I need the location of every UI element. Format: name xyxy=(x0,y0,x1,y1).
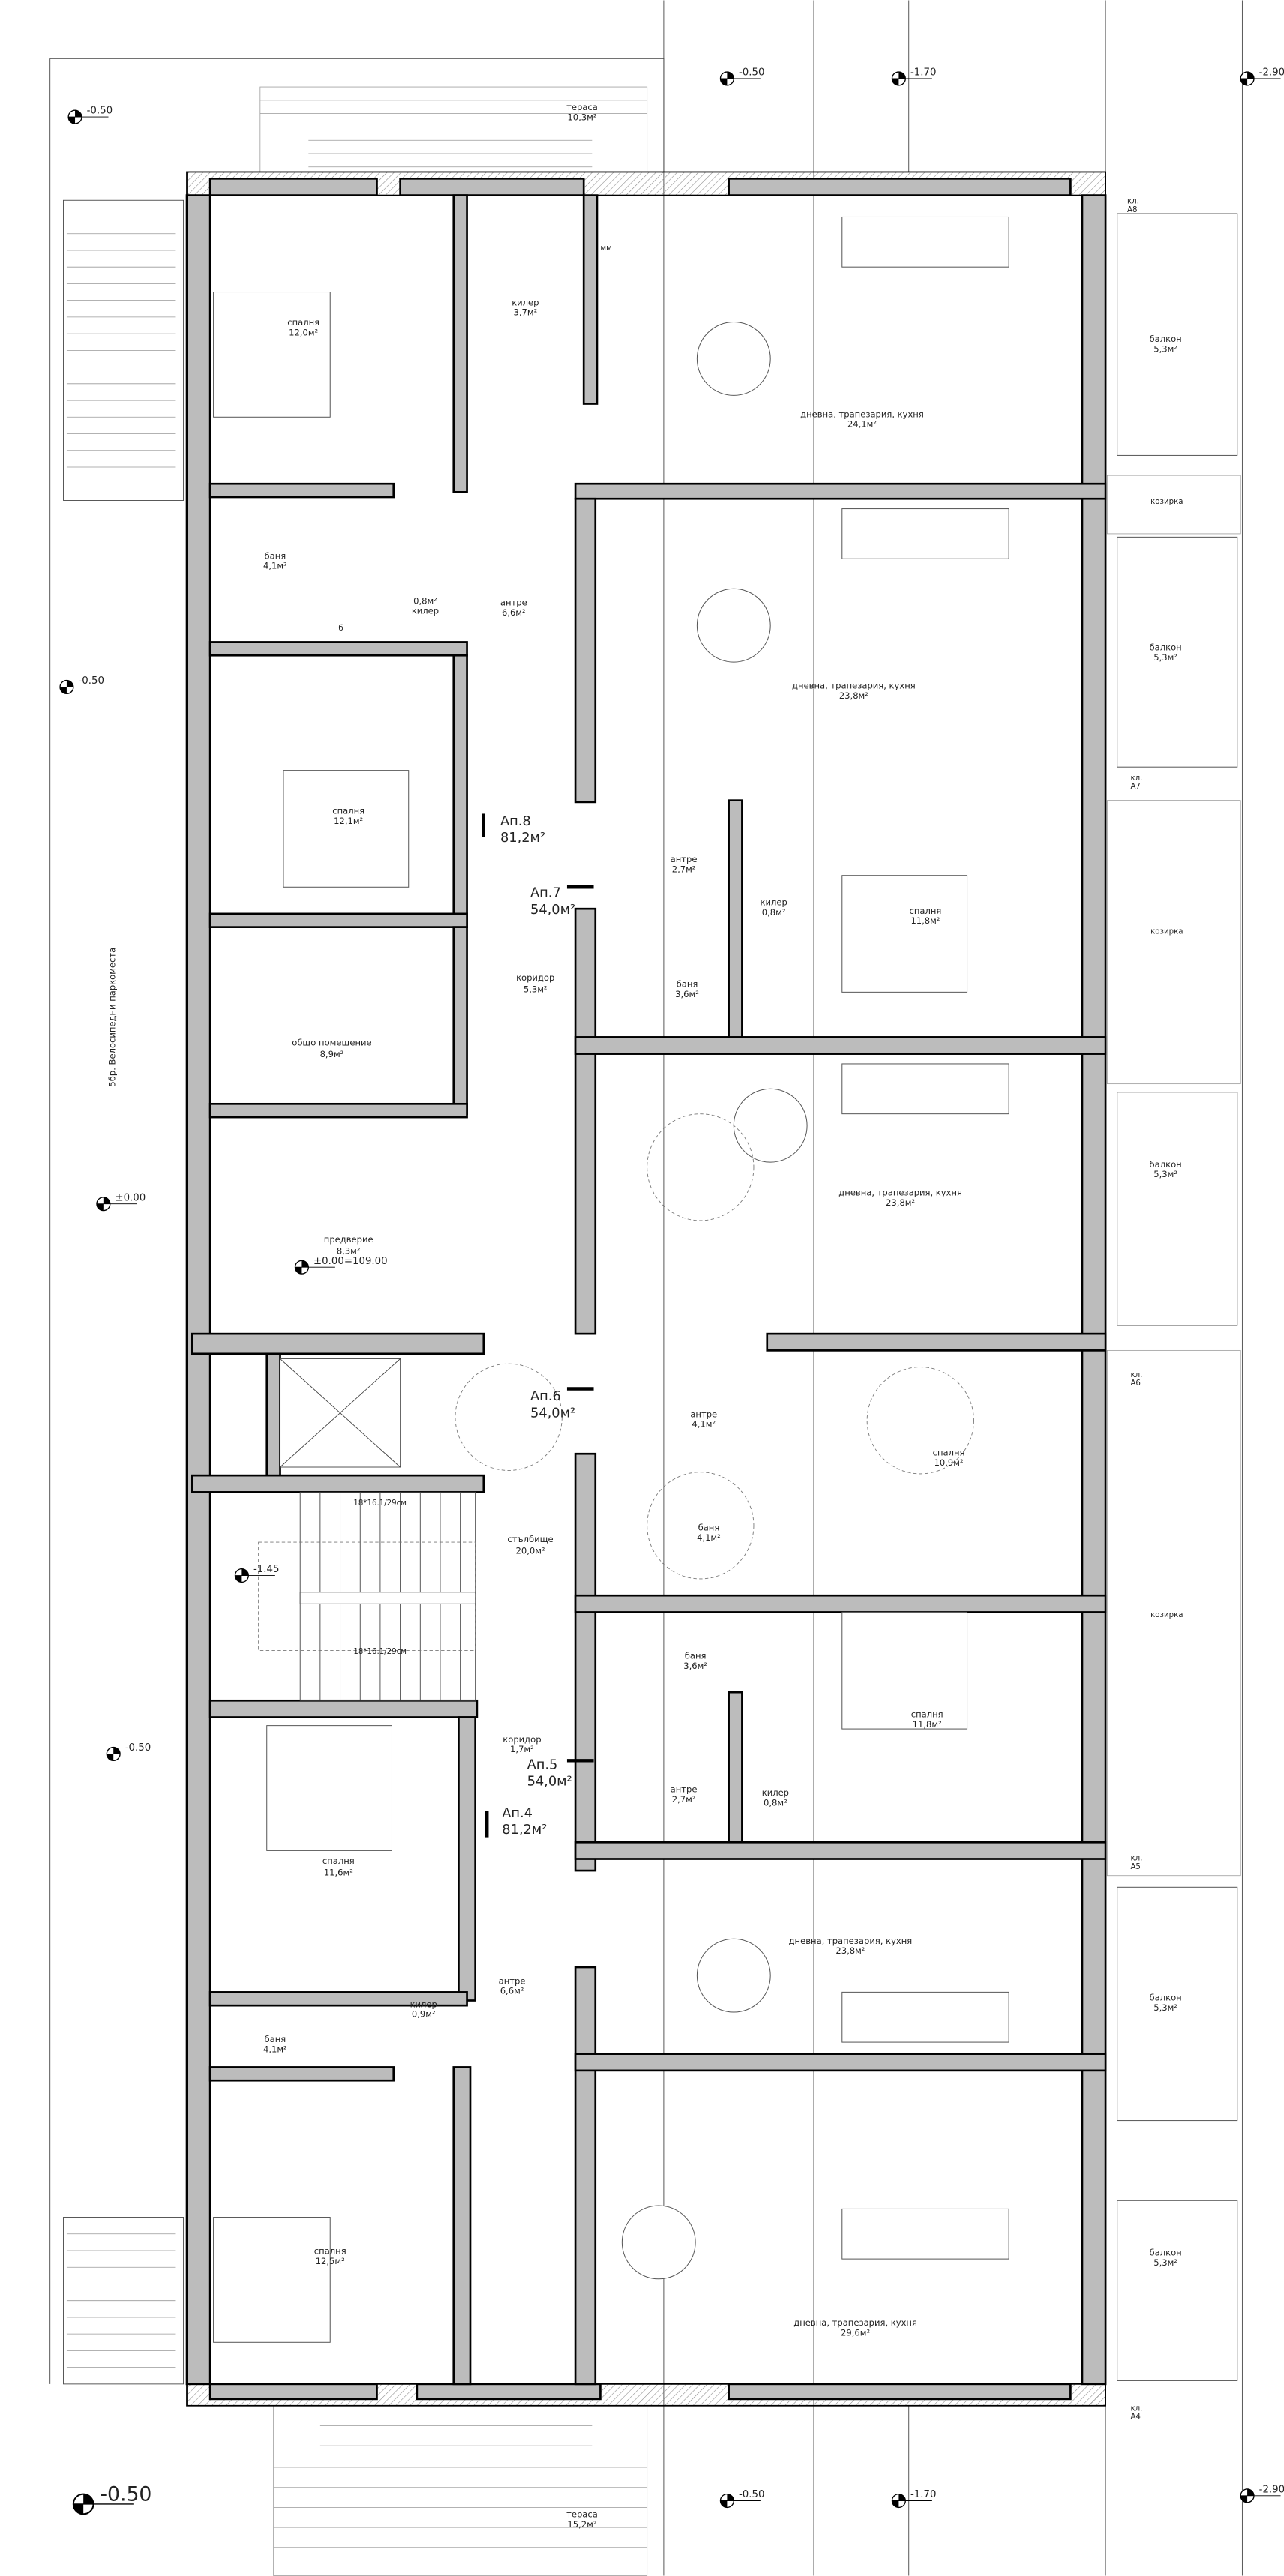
level-label: -0.50 xyxy=(739,67,764,78)
level-label: -0.50 xyxy=(78,675,104,687)
level-label: -1.70 xyxy=(910,2489,937,2500)
canopy-label: козирка xyxy=(1150,928,1183,936)
stair-note: 18*16.1/29см xyxy=(353,1648,406,1656)
level-label: -0.50 xyxy=(100,2483,152,2506)
terrace-bottom xyxy=(273,2405,648,2576)
canopy-label: козирка xyxy=(1150,1611,1183,1619)
site-lines xyxy=(50,0,1243,2576)
storage-tag: кл.A6 xyxy=(1130,1371,1142,1388)
level-label: -0.50 xyxy=(739,2489,764,2500)
annotations: козирка козирка козирка 18*16.1/29см 18*… xyxy=(106,244,1183,1656)
canopy-label: козирка xyxy=(1150,498,1183,506)
level-label: ±0.00 xyxy=(115,1192,146,1203)
bike-parking-label: 5бр. Велосипедни паркоместа xyxy=(106,948,117,1087)
level-label: ±0.00=109.00 xyxy=(314,1256,388,1267)
furniture xyxy=(213,216,1010,2343)
level-markers: -0.50 -0.50 -1.70 -2.90 -0.50 ±0.00 ±0.0… xyxy=(58,67,1284,2515)
level-label: -1.70 xyxy=(910,67,937,78)
storage-tag: кл.A8 xyxy=(1127,198,1139,214)
level-label: -2.90 xyxy=(1259,2484,1284,2495)
level-label: -1.45 xyxy=(254,1564,280,1575)
left-stair-strips xyxy=(66,217,176,2368)
washer-mark: б xyxy=(338,625,343,633)
storage-tag: кл.A5 xyxy=(1130,1855,1142,1871)
walls xyxy=(185,171,1107,2407)
level-label: -2.90 xyxy=(1259,67,1284,78)
dishwasher-mark: мм xyxy=(600,244,611,253)
storage-tag: кл.A7 xyxy=(1130,774,1142,791)
storage-tags: кл.A8 кл.A7 кл.A6 кл.A5 кл.A4 xyxy=(1127,198,1142,2422)
staircase xyxy=(258,1491,476,1701)
level-label: -0.50 xyxy=(87,106,113,117)
terrace-top xyxy=(260,86,648,172)
storage-tag: кл.A4 xyxy=(1130,2404,1142,2421)
stair-note: 18*16.1/29см xyxy=(353,1499,406,1508)
level-label: -0.50 xyxy=(125,1742,151,1754)
balconies xyxy=(1106,213,1241,2381)
